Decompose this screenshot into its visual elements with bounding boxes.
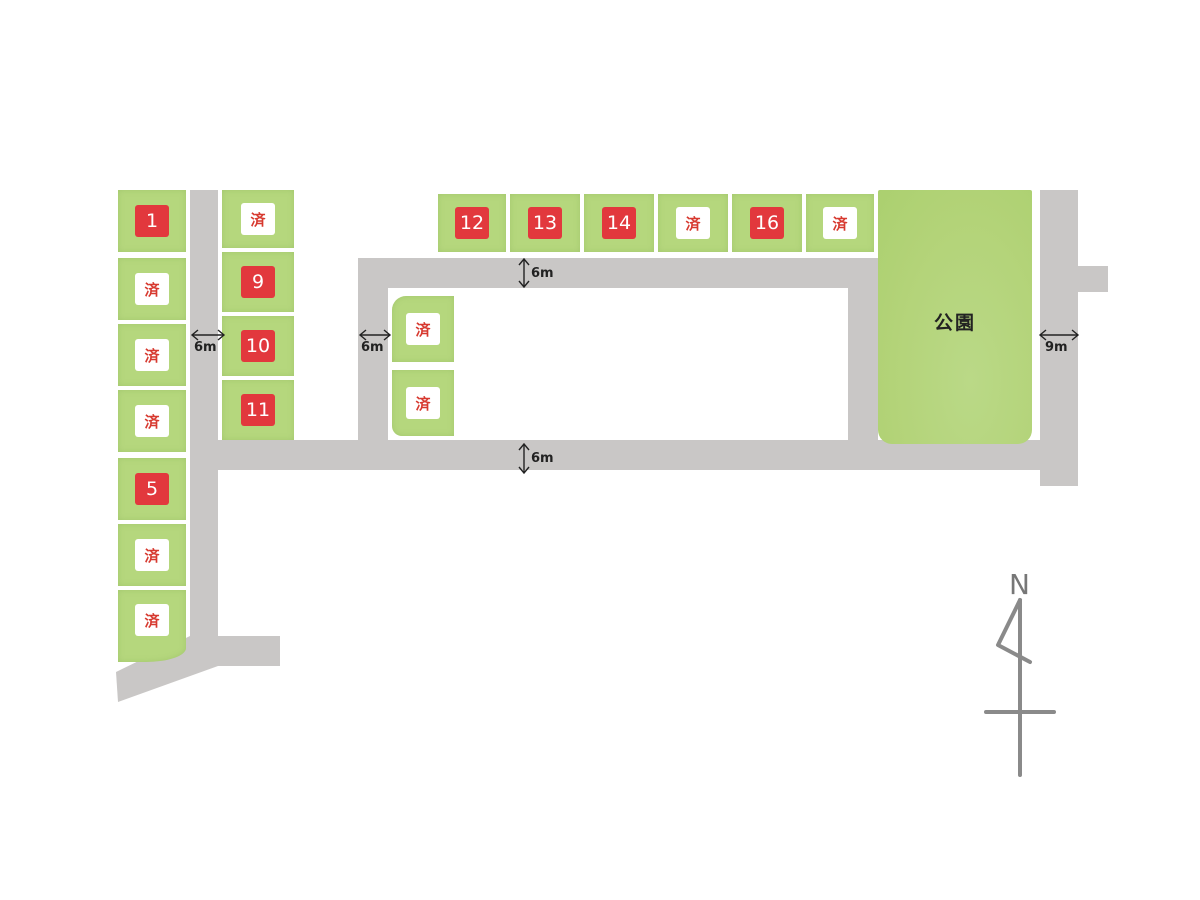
left-road-width: 6m	[194, 340, 217, 355]
park: 公園	[878, 190, 1032, 444]
lot-badge-available: 1	[135, 205, 169, 237]
lot-6[interactable]: 済	[118, 524, 186, 586]
inner-west-road	[358, 258, 388, 458]
lot-badge-sold: 済	[135, 604, 169, 636]
lot-badge-sold: 済	[406, 387, 440, 419]
compass-n-label: N	[1009, 568, 1030, 601]
lot-1[interactable]: 1	[118, 190, 186, 252]
east-road-spur	[1078, 266, 1108, 292]
lot-badge-sold: 済	[135, 273, 169, 305]
loop-east-road	[848, 258, 878, 458]
left-vertical-road	[190, 190, 218, 660]
lot-8[interactable]: 済	[222, 190, 294, 248]
lot-badge-sold: 済	[135, 539, 169, 571]
lot-14[interactable]: 14	[584, 194, 654, 252]
lot-badge-sold: 済	[135, 339, 169, 371]
lot-badge-sold: 済	[135, 405, 169, 437]
lot-badge-available: 9	[241, 266, 275, 298]
park-label: 公園	[933, 312, 976, 334]
lot-15[interactable]: 済	[658, 194, 728, 252]
east-road	[1040, 190, 1078, 486]
lot-16[interactable]: 16	[732, 194, 802, 252]
inner-west-road-width: 6m	[361, 340, 384, 355]
lot-badge-available: 10	[241, 330, 275, 362]
lot-badge-available: 14	[602, 207, 636, 239]
lot-badge-sold: 済	[241, 203, 275, 235]
lot-11[interactable]: 11	[222, 380, 294, 440]
south-loop-road	[190, 440, 1078, 470]
lot-10[interactable]: 10	[222, 316, 294, 376]
lot-badge-available: 16	[750, 207, 784, 239]
lot-3[interactable]: 済	[118, 324, 186, 386]
east-road-width: 9m	[1045, 340, 1068, 355]
lot-badge-available: 5	[135, 473, 169, 505]
inner-lot-lower[interactable]: 済	[392, 370, 454, 436]
lot-2[interactable]: 済	[118, 258, 186, 320]
lot-4[interactable]: 済	[118, 390, 186, 452]
north-road-width: 6m	[531, 266, 554, 281]
inner-lot-upper[interactable]: 済	[392, 296, 454, 362]
lot-badge-available: 11	[241, 394, 275, 426]
lot-7[interactable]: 済	[118, 590, 186, 662]
lot-badge-available: 13	[528, 207, 562, 239]
lot-badge-sold: 済	[823, 207, 857, 239]
lot-12[interactable]: 12	[438, 194, 506, 252]
lot-badge-available: 12	[455, 207, 489, 239]
lot-5[interactable]: 5	[118, 458, 186, 520]
lot-9[interactable]: 9	[222, 252, 294, 312]
lot-badge-sold: 済	[676, 207, 710, 239]
lot-17[interactable]: 済	[806, 194, 874, 252]
south-road-width: 6m	[531, 451, 554, 466]
lot-badge-sold: 済	[406, 313, 440, 345]
lot-13[interactable]: 13	[510, 194, 580, 252]
north-loop-road	[358, 258, 878, 288]
